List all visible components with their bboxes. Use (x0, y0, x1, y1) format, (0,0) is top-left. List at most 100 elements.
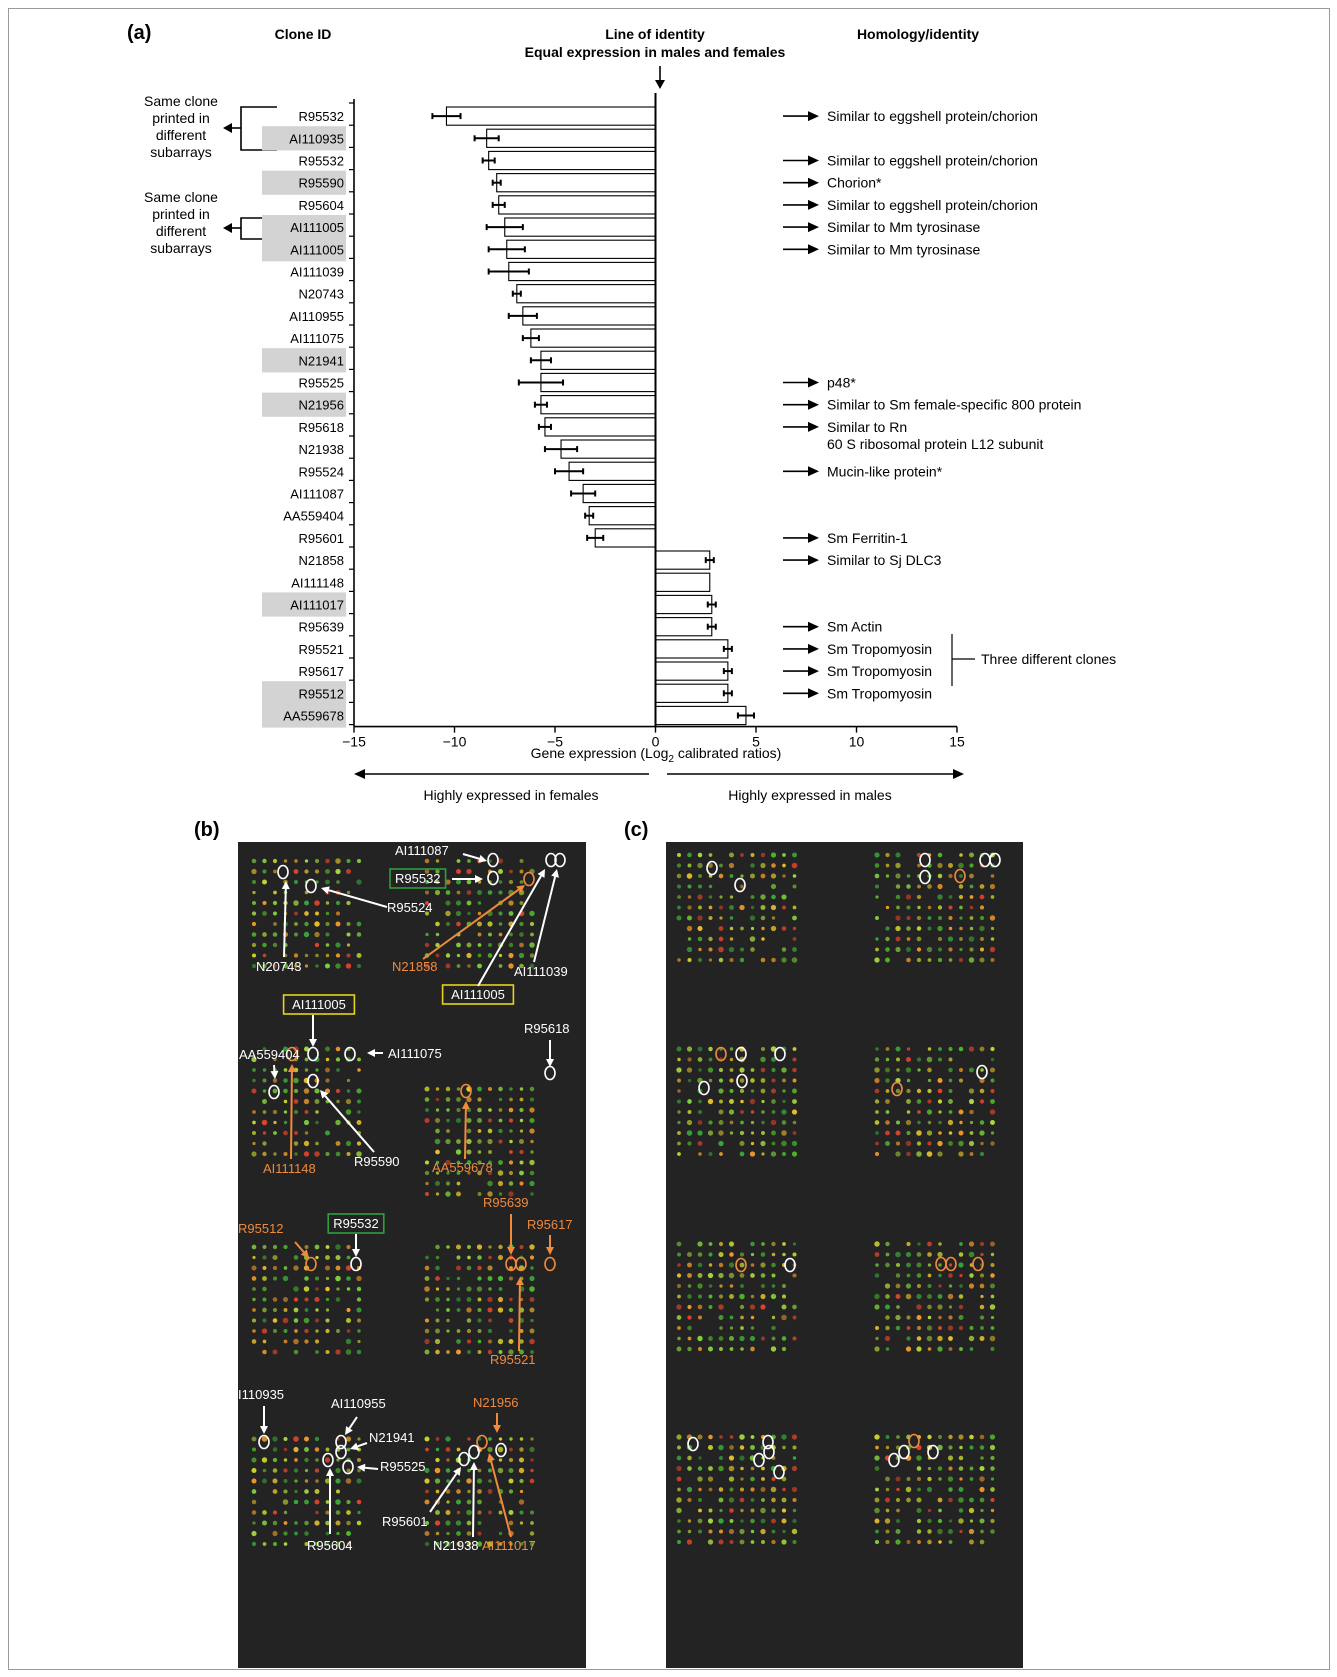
array-spot (498, 932, 503, 937)
array-spot (792, 1067, 797, 1073)
array-spot (446, 1129, 450, 1133)
array-spot (456, 1097, 461, 1102)
array-spot (791, 1140, 798, 1147)
array-spot (477, 953, 482, 958)
array-spot (969, 863, 974, 868)
array-spot (906, 884, 911, 889)
array-spot (315, 964, 319, 968)
array-spot (729, 1088, 734, 1094)
array-spot (425, 1108, 429, 1112)
array-spot (760, 905, 766, 910)
array-spot (488, 932, 492, 937)
array-spot (455, 900, 462, 906)
array-spot (895, 1539, 901, 1545)
array-spot (519, 859, 524, 863)
pointer-arrow (324, 1095, 375, 1153)
error-bar (704, 557, 715, 564)
array-spot (530, 1350, 534, 1354)
array-spot (455, 1265, 462, 1271)
array-spot (707, 1444, 714, 1451)
array-spot (356, 1457, 362, 1463)
array-spot (937, 905, 943, 910)
array-spot (487, 1296, 493, 1303)
array-spot (466, 1307, 472, 1313)
spot-ring (898, 1444, 910, 1460)
array-spot (791, 1465, 798, 1472)
array-spot (687, 1304, 692, 1310)
array-spot (906, 1262, 911, 1268)
array-spot (487, 1180, 493, 1187)
array-spot (750, 1263, 755, 1267)
array-spot (697, 1283, 703, 1289)
array-spot (968, 1046, 975, 1052)
array-spot (760, 1293, 766, 1300)
array-spot (958, 1109, 964, 1115)
array-spot (750, 895, 755, 899)
array-spot (283, 1521, 288, 1525)
array-spot (792, 1497, 797, 1503)
array-spot (969, 1466, 974, 1471)
array-spot (760, 862, 766, 869)
array-spot (969, 1434, 974, 1440)
array-spot (927, 1252, 932, 1257)
array-spot (476, 1286, 483, 1292)
array-spot (508, 1489, 514, 1494)
array-spot (466, 1339, 472, 1344)
array-spot (989, 915, 996, 921)
array-spot (677, 1110, 681, 1114)
array-spot (927, 1141, 932, 1146)
bar (508, 261, 657, 282)
array-spot (252, 1297, 256, 1302)
array-spot (874, 1293, 880, 1300)
array-spot (781, 1336, 787, 1341)
clone-id-label: R95525 (298, 376, 344, 391)
array-spot (252, 1521, 256, 1525)
array-spot (335, 1541, 341, 1547)
array-spot (304, 1531, 309, 1536)
bar (445, 106, 657, 126)
array-spot (990, 895, 995, 899)
array-spot (760, 1304, 766, 1310)
array-spot (959, 853, 963, 857)
array-spot (518, 1499, 525, 1505)
array-spot (487, 1118, 493, 1123)
array-spot (958, 1151, 964, 1157)
array-spot (293, 1349, 299, 1355)
array-spot (498, 1244, 503, 1250)
array-spot (916, 1304, 922, 1310)
array-spot (980, 937, 984, 941)
array-spot (728, 1476, 735, 1482)
array-spot (529, 1478, 535, 1484)
homology-text: Similar to Mm tyrosinase (827, 219, 980, 235)
spot-ring (277, 864, 289, 880)
array-spot (697, 1294, 703, 1299)
females-arrow-icon (354, 769, 649, 779)
array-spot (937, 957, 943, 963)
array-spot (272, 1530, 278, 1537)
array-spot (529, 1446, 535, 1453)
array-spot (325, 1318, 330, 1323)
array-spot (760, 1518, 766, 1524)
array-spot (487, 890, 493, 895)
array-spot (335, 1057, 341, 1062)
x-tick-label: −15 (342, 734, 366, 750)
array-spot (697, 1335, 703, 1342)
array-spot (937, 1518, 943, 1524)
array-spot (718, 1120, 724, 1125)
array-spot (497, 1180, 504, 1187)
error-bar (537, 423, 552, 430)
bracket1-line1: Same clone (144, 93, 218, 109)
array-spot (969, 947, 974, 952)
array-spot (345, 1317, 352, 1324)
array-spot (927, 1304, 932, 1310)
array-spot (529, 1159, 535, 1166)
array-spot (927, 905, 932, 910)
array-spot (729, 1540, 734, 1544)
array-spot (980, 1294, 984, 1299)
array-spot (446, 922, 450, 926)
pointer-arrowhead (321, 886, 330, 895)
array-spot (346, 859, 351, 863)
pointer-arrowhead (537, 869, 545, 878)
array-spot (771, 1336, 776, 1341)
clone-id-label: R95532 (298, 154, 344, 169)
